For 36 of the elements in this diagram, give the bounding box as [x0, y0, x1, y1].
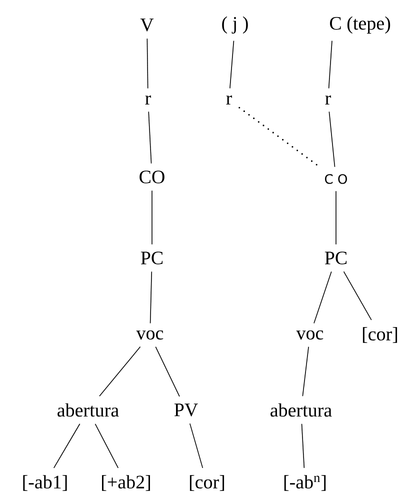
tree-node-label: abertura: [58, 403, 119, 417]
tree-node-label: r: [145, 96, 151, 104]
tree-branch: [301, 423, 305, 468]
tree-branch: [148, 111, 152, 164]
tree-branch: [94, 423, 119, 468]
tree-branch: [314, 271, 332, 324]
tree-node-label: C O: [325, 174, 347, 184]
tree-node-label: V: [140, 18, 154, 32]
tree-branch: [230, 40, 234, 89]
tree-node-label: r: [325, 96, 331, 104]
tree-node-label: [+ab2]: [102, 475, 150, 491]
tree-node-label: voc: [296, 330, 324, 340]
tree-branch: [343, 271, 372, 320]
tree-branch: [302, 346, 309, 397]
tree-node-label: PC: [324, 252, 347, 264]
tree-branch: [155, 346, 180, 397]
tree-branch: [238, 106, 320, 168]
tree-branch: [328, 40, 332, 89]
tree-node-label: PV: [174, 404, 198, 416]
tree-node-label: voc: [136, 330, 164, 340]
tree-node-label: abertura: [270, 403, 332, 417]
tree-branch: [99, 346, 141, 397]
tree-branch: [53, 423, 80, 468]
tree-node-label: [cor]: [362, 327, 398, 343]
tree-branch: [190, 423, 204, 468]
tree-node-label: [-ab1]: [23, 475, 67, 491]
tree-node-label: CO: [140, 170, 164, 184]
tree-node-label: C (tepe): [330, 16, 390, 34]
tree-branch: [328, 111, 336, 168]
tree-node-label: r: [226, 96, 232, 104]
tree-branch: [150, 271, 152, 324]
tree-branch: [146, 38, 148, 89]
tree-node-label: [-ab$^{n}$]: [284, 475, 326, 491]
tree-node-label: PC: [140, 252, 163, 264]
tree-node-label: ( j ): [222, 16, 248, 34]
tree-node-label: [cor]: [190, 475, 224, 491]
